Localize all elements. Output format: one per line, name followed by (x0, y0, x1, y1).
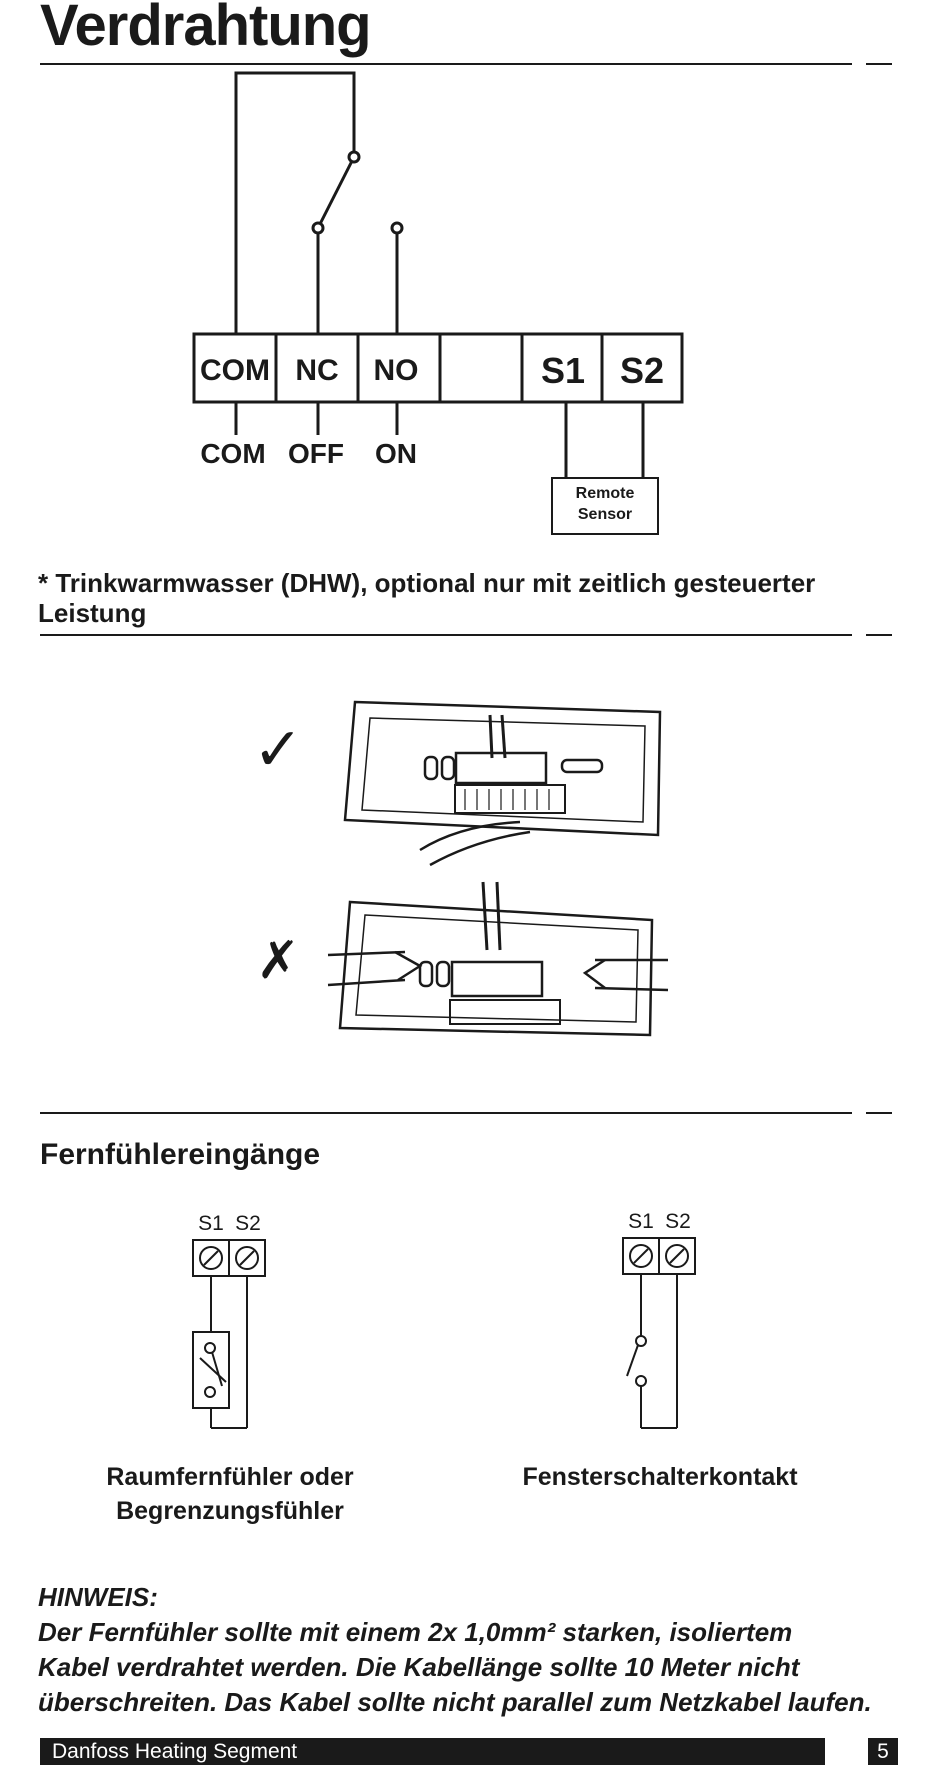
dhw-note: * Trinkwarmwasser (DHW), optional nur mi… (38, 568, 816, 628)
window-contact-diagram (622, 1237, 696, 1429)
terminal-label: NO (374, 354, 419, 387)
page-number: 5 (868, 1738, 898, 1765)
terminal-label: S1 (198, 1212, 224, 1235)
divider (40, 63, 852, 65)
correct-check-icon: ✓ (253, 716, 303, 783)
terminal-label: NC (295, 354, 338, 387)
base-plate-wrong (327, 881, 669, 1037)
hinweis-label: HINWEIS: (38, 1582, 158, 1612)
terminal-label: S2 (665, 1210, 691, 1233)
nc-contact-icon (311, 221, 325, 235)
caption-line: Begrenzungsfühler (116, 1497, 344, 1525)
switch-pivot-icon (347, 150, 361, 164)
sensor-label: Remote (576, 485, 635, 502)
remote-input-diagrams: S1 S2 S1 S2 (192, 1210, 696, 1429)
wiring-diagram: COM NC NO S1 S2 COM OFF ON Remote Sensor (192, 71, 684, 535)
terminal-label: S1 (541, 350, 585, 391)
no-contact-icon (390, 221, 404, 235)
output-label: ON (375, 438, 417, 469)
caption-window-contact: Fensterschalterkontakt (522, 1463, 798, 1491)
hinweis-line: überschreiten. Das Kabel sollte nicht pa… (38, 1687, 872, 1717)
page-title: Verdrahtung (40, 0, 372, 58)
hinweis-line: Kabel verdrahtet werden. Die Kabellänge … (38, 1652, 800, 1682)
footer-brand: Danfoss Heating Segment (40, 1738, 825, 1765)
output-label: COM (200, 438, 265, 469)
room-sensor-diagram (192, 1239, 266, 1429)
terminal-label: S1 (628, 1210, 654, 1233)
divider (40, 634, 852, 636)
divider-tab (866, 1112, 892, 1114)
caption-line: Raumfernfühler oder (106, 1463, 354, 1491)
terminal-label: S2 (235, 1212, 261, 1235)
divider (40, 1112, 852, 1114)
base-plate-correct (343, 700, 662, 867)
hinweis-line: Der Fernfühler sollte mit einem 2x 1,0mm… (38, 1617, 793, 1647)
cable-entry-illustration: ✓ ✗ (253, 700, 669, 1037)
section-heading: Fernfühlereingänge (40, 1138, 321, 1171)
sensor-label: Sensor (578, 506, 632, 523)
output-label: OFF (288, 438, 344, 469)
hinweis-note: HINWEIS: Der Fernfühler sollte mit einem… (38, 1580, 898, 1720)
divider-tab (866, 63, 892, 65)
terminal-label: COM (200, 354, 270, 387)
terminal-label: S2 (620, 350, 664, 391)
divider-tab (866, 634, 892, 636)
caption-room-sensor: Raumfernfühler oder Begrenzungsfühler (60, 1460, 400, 1528)
wrong-cross-icon: ✗ (256, 932, 300, 990)
